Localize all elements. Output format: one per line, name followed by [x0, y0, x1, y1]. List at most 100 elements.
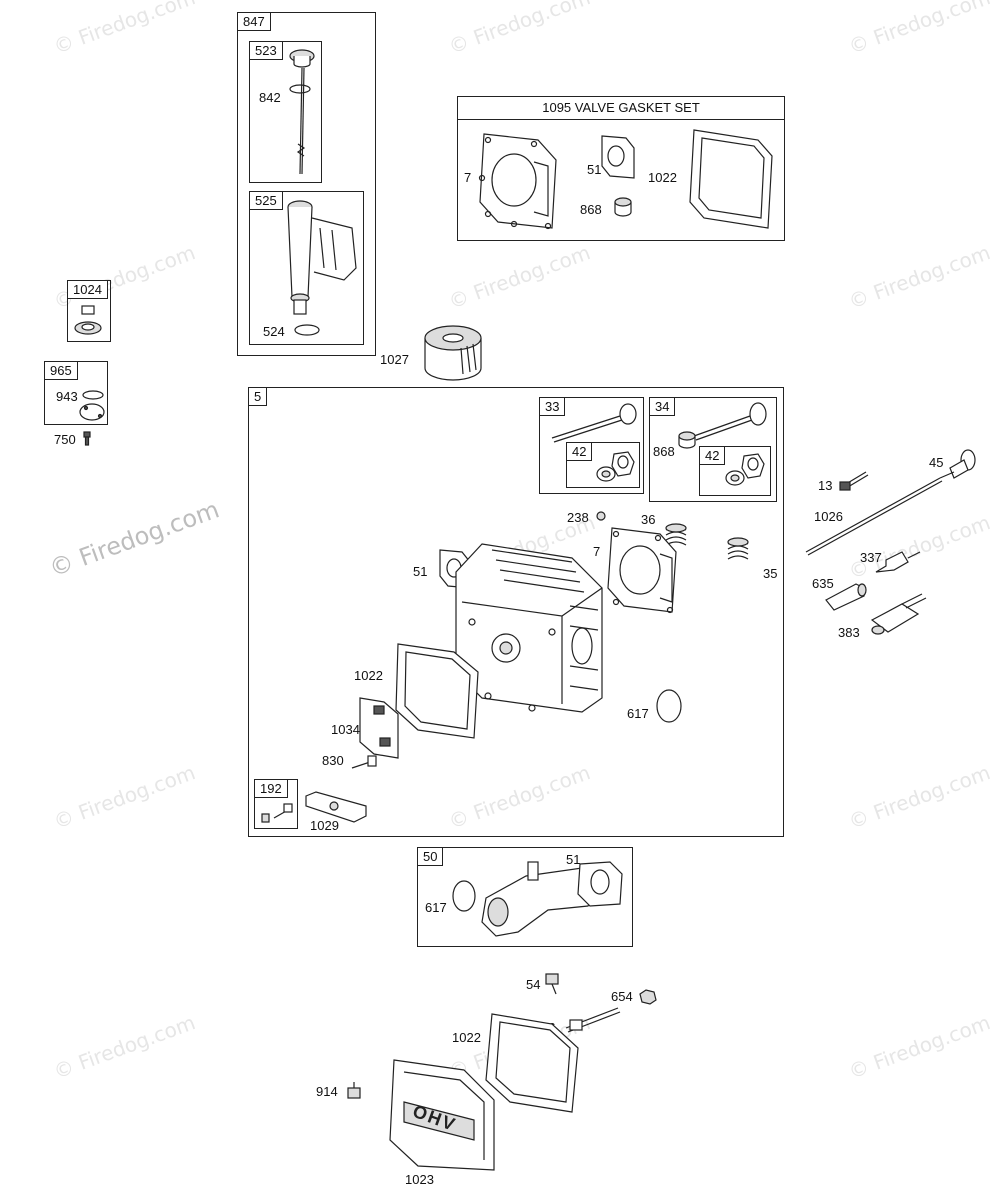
intake-gasket-icon	[601, 135, 635, 179]
kit-42a-tag: 42	[566, 442, 593, 461]
valve-gasket-set-box: 1095 VALVE GASKET SET	[457, 96, 785, 241]
screw-icon	[545, 973, 559, 995]
o-ring-icon	[294, 324, 320, 336]
stud-icon	[565, 1007, 621, 1033]
part-1026-label: 1026	[814, 509, 843, 524]
rocker-cover-gasket-icon	[485, 1013, 579, 1113]
push-rod-icon	[805, 449, 976, 556]
part-750-label: 750	[54, 432, 76, 447]
kit-965-tag: 965	[44, 361, 78, 380]
watermark: © Firedog.com	[50, 760, 199, 834]
part-943-label: 943	[56, 389, 78, 404]
kit-1024-box: 1024	[67, 280, 111, 342]
breather-bolt-icon	[839, 471, 869, 491]
kit-192-box: 192	[254, 779, 298, 829]
watermark: © Firedog.com	[845, 760, 994, 834]
valve-seal-icon	[725, 453, 765, 486]
head-gasket-icon	[607, 527, 677, 614]
part-51-label: 51	[413, 564, 428, 579]
valve-spring-icon	[727, 537, 749, 560]
o-ring-icon	[656, 689, 682, 723]
part-868-set-label: 868	[580, 202, 602, 217]
adjusting-screw-icon	[261, 803, 293, 823]
spark-plug-boot-icon	[825, 583, 867, 611]
part-524-label: 524	[263, 324, 285, 339]
part-868-valve-label: 868	[653, 444, 675, 459]
watermark: © Firedog.com	[50, 1010, 199, 1084]
kit-525-box: 525	[249, 191, 364, 345]
part-337-label: 337	[860, 550, 882, 565]
rocker-stud-icon	[351, 755, 377, 769]
part-45-label: 45	[929, 455, 944, 470]
valve-spring-icon	[665, 523, 687, 546]
valve-seal-icon	[614, 197, 632, 217]
head-gasket-icon	[478, 133, 557, 230]
kit-42b-tag: 42	[699, 446, 726, 465]
exhaust-valve-icon	[693, 402, 767, 441]
kit-50-box: 50	[417, 847, 633, 947]
kit-33-box: 33	[539, 397, 644, 494]
kit-5-box: 5	[248, 387, 784, 837]
watermark: © Firedog.com	[445, 0, 594, 59]
o-ring-icon	[289, 84, 311, 94]
kit-33-tag: 33	[539, 397, 566, 416]
watermark: © Firedog.com	[45, 495, 223, 583]
kit-523-tag: 523	[249, 41, 283, 60]
part-1027-label: 1027	[380, 352, 409, 367]
rocker-cover-gasket-icon	[689, 129, 773, 229]
cylinder-head-icon	[455, 543, 603, 713]
part-1034-label: 1034	[331, 722, 360, 737]
kit-525-tag: 525	[249, 191, 283, 210]
valve-seal-icon	[678, 431, 696, 449]
part-54-label: 54	[526, 977, 541, 992]
kit-523-box: 523	[249, 41, 322, 183]
kit-847-box: 847	[237, 12, 376, 356]
dipstick-icon	[289, 49, 315, 175]
intake-manifold-icon	[481, 861, 623, 937]
part-7-label: 7	[593, 544, 601, 559]
part-35-label: 35	[763, 566, 778, 581]
part-830-label: 830	[322, 753, 344, 768]
kit-192-tag: 192	[254, 779, 288, 798]
kit-50-tag: 50	[417, 847, 444, 866]
part-617-label: 617	[627, 706, 649, 721]
part-842-label: 842	[259, 90, 281, 105]
part-654-label: 654	[611, 989, 633, 1004]
kit-5-tag: 5	[248, 387, 268, 406]
rocker-cover-gasket-icon	[395, 643, 479, 739]
kit-34-tag: 34	[649, 397, 676, 416]
gasket-plate-icon	[79, 390, 105, 421]
kit-42b-box: 42	[699, 446, 771, 496]
screw-icon	[83, 431, 91, 446]
oil-filter-icon	[424, 325, 482, 381]
watermark: © Firedog.com	[445, 240, 594, 314]
part-1029-label: 1029	[310, 818, 339, 833]
oil-fill-tube-icon	[287, 200, 357, 315]
breather-part-icon	[74, 305, 102, 335]
watermark: © Firedog.com	[845, 0, 994, 59]
o-ring-icon	[452, 880, 476, 912]
part-617-intake-label: 617	[425, 900, 447, 915]
part-1022-cover-label: 1022	[452, 1030, 481, 1045]
valve-gasket-set-title: 1095 VALVE GASKET SET	[458, 97, 784, 120]
kit-42a-box: 42	[566, 442, 640, 488]
intake-valve-icon	[551, 403, 637, 443]
part-383-label: 383	[838, 625, 860, 640]
watermark: © Firedog.com	[50, 0, 199, 59]
part-7-set-label: 7	[464, 170, 472, 185]
part-51-intake-label: 51	[566, 852, 581, 867]
kit-847-tag: 847	[237, 12, 271, 31]
bolt-icon	[347, 1082, 361, 1099]
kit-1024-tag: 1024	[67, 280, 108, 299]
part-1022-label: 1022	[354, 668, 383, 683]
part-635-label: 635	[812, 576, 834, 591]
part-36-label: 36	[641, 512, 656, 527]
kit-965-box: 965	[44, 361, 108, 425]
part-1022-set-label: 1022	[648, 170, 677, 185]
watermark: © Firedog.com	[845, 240, 994, 314]
valve-seal-icon	[596, 451, 635, 482]
breather-plate-icon	[359, 697, 399, 759]
rocker-arm-icon	[305, 791, 367, 823]
kit-34-box: 34	[649, 397, 777, 502]
spark-plug-wire-icon	[870, 593, 927, 635]
